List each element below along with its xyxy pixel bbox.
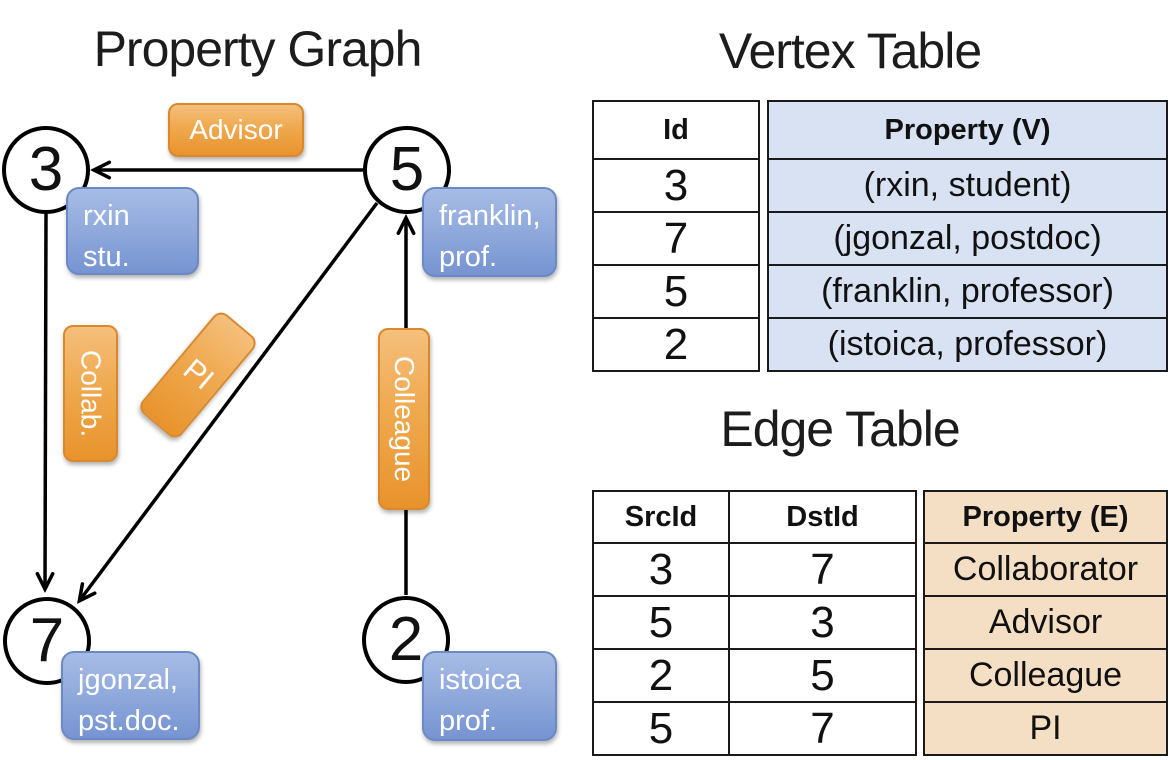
vertex-property-line: franklin, <box>439 200 541 232</box>
graph-node-5: 5 <box>363 126 451 214</box>
vertex-property-line: rxin <box>83 200 130 232</box>
node-5-id: 5 <box>389 135 425 204</box>
edge-label-text: Advisor <box>189 114 283 145</box>
vertex-property-box-istoica: istoica prof. <box>422 651 557 741</box>
vertex-table-id-cell: 5 <box>663 266 689 316</box>
edge-label-advisor: Advisor <box>168 103 304 157</box>
edge-table-dstid-header: DstId <box>728 492 915 542</box>
edge-table-property-cell: Collaborator <box>952 550 1139 588</box>
edge-table-title: Edge Table <box>720 401 960 457</box>
edge-table-dstid-cell: 7 <box>728 703 915 754</box>
vertex-table-property-cell: (rxin, student) <box>863 166 1072 204</box>
edge-table-srcid-header: SrcId <box>624 500 698 533</box>
edge-table-srcid-cell: 2 <box>648 650 674 700</box>
vertex-table-property-cell: (jgonzal, postdoc) <box>833 219 1102 257</box>
node-7-id: 7 <box>29 606 65 675</box>
vertex-table-id-column: Id 3 7 5 2 <box>592 100 760 372</box>
vertex-property-box-jgonzal: jgonzal, pst.doc. <box>61 651 200 740</box>
vertex-property-line: prof. <box>439 241 498 274</box>
vertex-property-line: pst.doc. <box>78 705 180 738</box>
edge-table-srcid-cell: 3 <box>648 544 674 594</box>
edge-table-srcid-cell: 5 <box>648 597 674 647</box>
vertex-table-property-cell: (istoica, professor) <box>827 325 1108 363</box>
vertex-property-line: istoica <box>439 664 522 696</box>
edge-table-property-header: Property (E) <box>962 500 1129 533</box>
node-3-id: 3 <box>28 135 64 204</box>
edge-line-collab-3-to-7 <box>45 213 46 588</box>
vertex-table-id-cell: 3 <box>663 160 689 210</box>
vertex-table-id-header: Id <box>663 113 689 146</box>
edge-table-srcid-cell: 5 <box>648 703 674 753</box>
edge-table-property-cell: Advisor <box>988 603 1103 641</box>
edge-label-text: Colleague <box>389 355 420 483</box>
vertex-property-box-franklin: franklin, prof. <box>422 187 557 277</box>
edge-label-collab: Collab. <box>63 325 118 462</box>
vertex-table-property-cell: (franklin, professor) <box>821 272 1114 310</box>
edge-table-dstid-cell: 5 <box>728 650 915 701</box>
vertex-property-box-rxin: rxin stu. <box>66 187 199 275</box>
edge-line-pi-5-to-7 <box>80 201 379 600</box>
edge-table-dstid-cell: 7 <box>728 544 915 595</box>
vertex-table-id-cell: 7 <box>663 213 689 263</box>
edge-table-property-cell: Colleague <box>968 656 1123 694</box>
vertex-table-property-header: Property (V) <box>884 113 1051 146</box>
graph-node-2: 2 <box>362 596 450 684</box>
edge-table-id-columns: SrcId DstId 3 7 5 3 2 5 5 7 <box>592 490 917 756</box>
property-graph-title: Property Graph <box>93 21 423 77</box>
vertex-table-property-column: Property (V) (rxin, student) (jgonzal, p… <box>767 100 1168 372</box>
edge-table-property-column: Property (E) Collaborator Advisor Collea… <box>923 490 1168 756</box>
edge-label-text: Collab. <box>75 349 107 438</box>
edge-label-colleague: Colleague <box>378 328 430 510</box>
vertex-table-id-cell: 2 <box>663 319 689 369</box>
node-2-id: 2 <box>388 605 424 674</box>
vertex-property-line: jgonzal, <box>78 664 178 696</box>
edge-table-property-cell: PI <box>1029 709 1062 747</box>
vertex-property-line: stu. <box>83 241 130 274</box>
vertex-property-line: prof. <box>439 705 498 738</box>
vertex-table-title: Vertex Table <box>718 23 982 79</box>
edge-label-text: PI <box>176 352 220 397</box>
edge-table-dstid-cell: 3 <box>728 597 915 648</box>
